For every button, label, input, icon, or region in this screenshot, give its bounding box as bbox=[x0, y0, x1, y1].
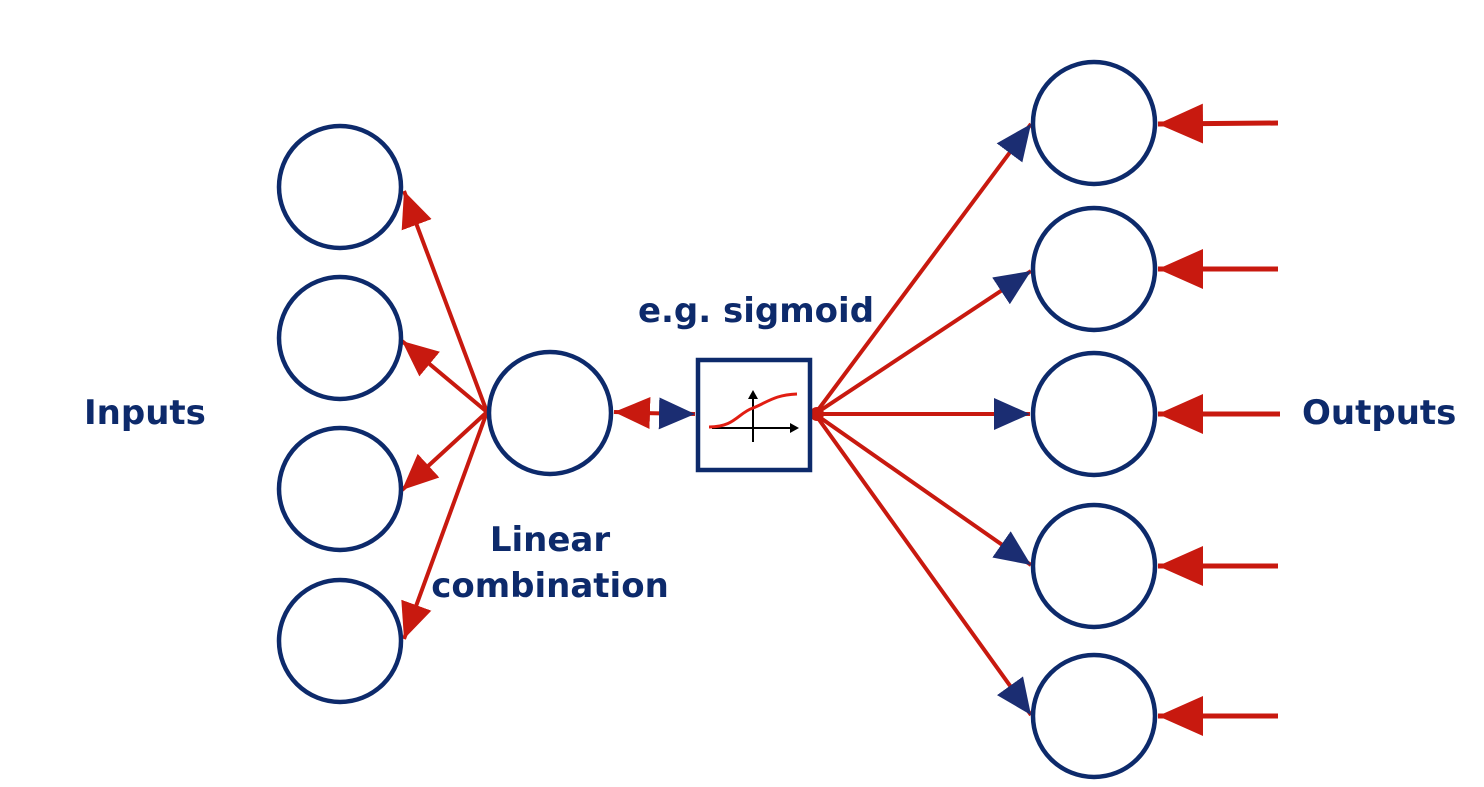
activation-box bbox=[695, 357, 813, 473]
activation-junction-dot bbox=[810, 407, 824, 421]
output-arrow-4 bbox=[813, 412, 1033, 567]
outputs-label: Outputs bbox=[1302, 393, 1456, 433]
inputs-label: Inputs bbox=[84, 393, 206, 433]
activation-label: e.g. sigmoid bbox=[638, 291, 874, 331]
input-arrow-2 bbox=[400, 339, 489, 414]
output-node bbox=[1030, 652, 1158, 780]
input-node bbox=[276, 123, 404, 251]
output-connections bbox=[813, 122, 1033, 717]
input-connections bbox=[400, 190, 489, 640]
output-nodes bbox=[1030, 59, 1158, 780]
output-node bbox=[1030, 205, 1158, 333]
y-axis-arrowhead bbox=[748, 390, 758, 399]
input-node bbox=[276, 274, 404, 402]
x-axis-arrowhead bbox=[790, 423, 799, 433]
activation-to-linear-arrow bbox=[613, 397, 651, 429]
input-arrow-4 bbox=[401, 411, 489, 640]
feedback-arrows bbox=[1157, 103, 1280, 736]
activation-box-frame bbox=[695, 357, 813, 473]
output-arrow-2 bbox=[813, 269, 1033, 416]
feedback-arrow-1 bbox=[1157, 103, 1279, 144]
sigmoid-curve-icon bbox=[708, 390, 799, 442]
output-node bbox=[1030, 350, 1158, 478]
linear-label-line2: combination bbox=[431, 566, 669, 606]
linear-activation-connection bbox=[613, 397, 696, 430]
output-arrow-5 bbox=[813, 412, 1033, 717]
input-node bbox=[276, 425, 404, 553]
sigmoid-curve bbox=[708, 392, 798, 429]
input-node bbox=[276, 577, 404, 705]
output-arrow-1 bbox=[813, 122, 1033, 416]
output-node bbox=[1030, 59, 1158, 187]
linear-label-line1: Linear bbox=[490, 520, 611, 560]
output-node bbox=[1030, 502, 1158, 630]
input-arrow-3 bbox=[400, 410, 489, 492]
input-arrow-1 bbox=[401, 190, 489, 413]
input-nodes bbox=[276, 123, 404, 705]
linear-combination-node bbox=[486, 349, 614, 477]
